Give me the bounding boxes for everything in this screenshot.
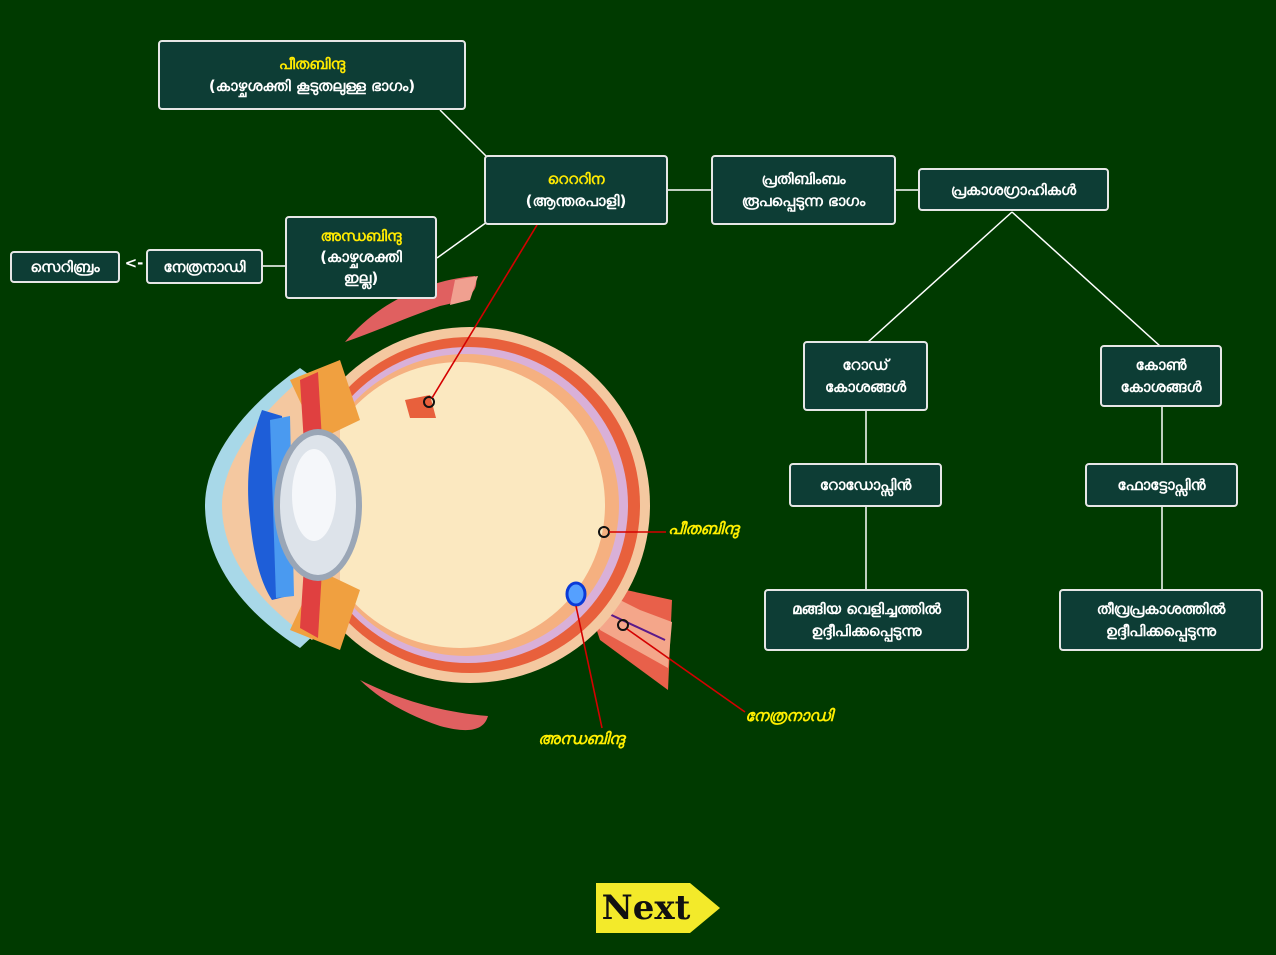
blind-spot-title: അന്ധബിന്ദു [320, 227, 402, 245]
photoreceptors-title: പ്രകാശഗ്രാഹികൾ [950, 180, 1077, 199]
connector-lines [262, 109, 1163, 590]
image-forming-line2: രൂപപ്പെടുന്ന ഭാഗം [741, 192, 866, 210]
pointer-lines [431, 224, 746, 729]
rod-cells-line1: റോഡ് [842, 356, 889, 374]
rod-cells-box: റോഡ് കോശങ്ങൾ [803, 341, 928, 411]
macula-subtitle: (കാഴ്ചശക്തി കൂടുതലുള്ള ഭാഗം) [208, 77, 416, 95]
dim-light-line2: ഉദ്ദീപിക്കപ്പെടുന്നു [811, 622, 922, 640]
optic-nerve-callout: നേത്രനാഡി [745, 706, 833, 725]
macula-box: പീതബിന്ദു (കാഴ്ചശക്തി കൂടുതലുള്ള ഭാഗം) [158, 40, 466, 110]
bright-light-line1: തീവ്രപ്രകാശത്തിൽ [1096, 600, 1226, 618]
retina-title: റെററിന [547, 170, 605, 188]
photoreceptor-rod-connector [867, 211, 1013, 343]
blindspot-pointer-line [575, 605, 603, 729]
rhodopsin-box: റോഡോപ്സിൻ [789, 463, 942, 507]
image-forming-line1: പ്രതിബിംബം [761, 170, 846, 188]
optic-nerve-pointer-line [626, 628, 746, 713]
inferior-muscle [360, 680, 488, 731]
rhodopsin-title: റോഡോപ്സിൻ [819, 476, 912, 494]
cone-cells-box: കോൺ കോശങ്ങൾ [1100, 345, 1222, 407]
next-button[interactable] [596, 883, 720, 933]
cerebrum-title: സെറിബ്രം [30, 258, 100, 276]
dim-light-box: മങ്ങിയ വെളിച്ചത്തിൽ ഉദ്ദീപിക്കപ്പെടുന്നു [764, 589, 969, 651]
retina-pointer-dot [423, 396, 435, 408]
optic-nerve-pointer-dot [617, 619, 629, 631]
retina-pointer-line [431, 224, 538, 399]
bright-light-box: തീവ്രപ്രകാശത്തിൽ ഉദ്ദീപിക്കപ്പെടുന്നു [1059, 589, 1263, 651]
macula-callout: പീതബിന്ദു [668, 519, 739, 538]
blind-spot-box: അന്ധബിന്ദു (കാഴ്ചശക്തി ഇല്ല) [285, 216, 437, 299]
arrow-left-icon: <- [124, 254, 144, 272]
photopsin-box: ഫോട്ടോപ്സിൻ [1085, 463, 1238, 507]
blindspot-retina-connector [436, 221, 488, 259]
photoreceptor-cone-connector [1011, 211, 1161, 347]
blind-spot-subtitle-1: (കാഴ്ചശക്തി [320, 248, 402, 266]
macula-title: പീതബിന്ദു [278, 55, 346, 73]
photopsin-title: ഫോട്ടോപ്സിൻ [1117, 476, 1206, 494]
retina-box: റെററിന (ആന്തരപാളി) [484, 155, 668, 225]
bright-light-line2: ഉദ്ദീപിക്കപ്പെടുന്നു [1105, 622, 1217, 640]
dim-light-line1: മങ്ങിയ വെളിച്ചത്തിൽ [792, 600, 941, 618]
optic-nerve-box: നേത്രനാഡി [146, 249, 263, 284]
blind-spot-subtitle-2: ഇല്ല) [343, 269, 379, 287]
rod-cells-line2: കോശങ്ങൾ [824, 378, 907, 396]
cone-cells-line2: കോശങ്ങൾ [1120, 378, 1202, 396]
superior-muscle [345, 276, 477, 342]
cone-cells-line1: കോൺ [1135, 356, 1187, 374]
blind-spot-marker [565, 581, 587, 607]
macula-retina-connector [439, 109, 488, 158]
image-forming-box: പ്രതിബിംബം രൂപപ്പെടുന്ന ഭാഗം [711, 155, 896, 225]
next-arrow-shape[interactable] [596, 883, 720, 933]
vitreous-body [315, 362, 605, 648]
retina-subtitle: (ആന്തരപാളി) [525, 192, 627, 210]
blind-spot-callout: അന്ധബിന്ദു [538, 729, 625, 748]
eye-illustration [205, 276, 672, 731]
optic-nerve-title: നേത്രനാഡി [163, 257, 246, 276]
photoreceptors-box: പ്രകാശഗ്രാഹികൾ [918, 168, 1109, 211]
cerebrum-box: സെറിബ്രം [10, 251, 120, 283]
